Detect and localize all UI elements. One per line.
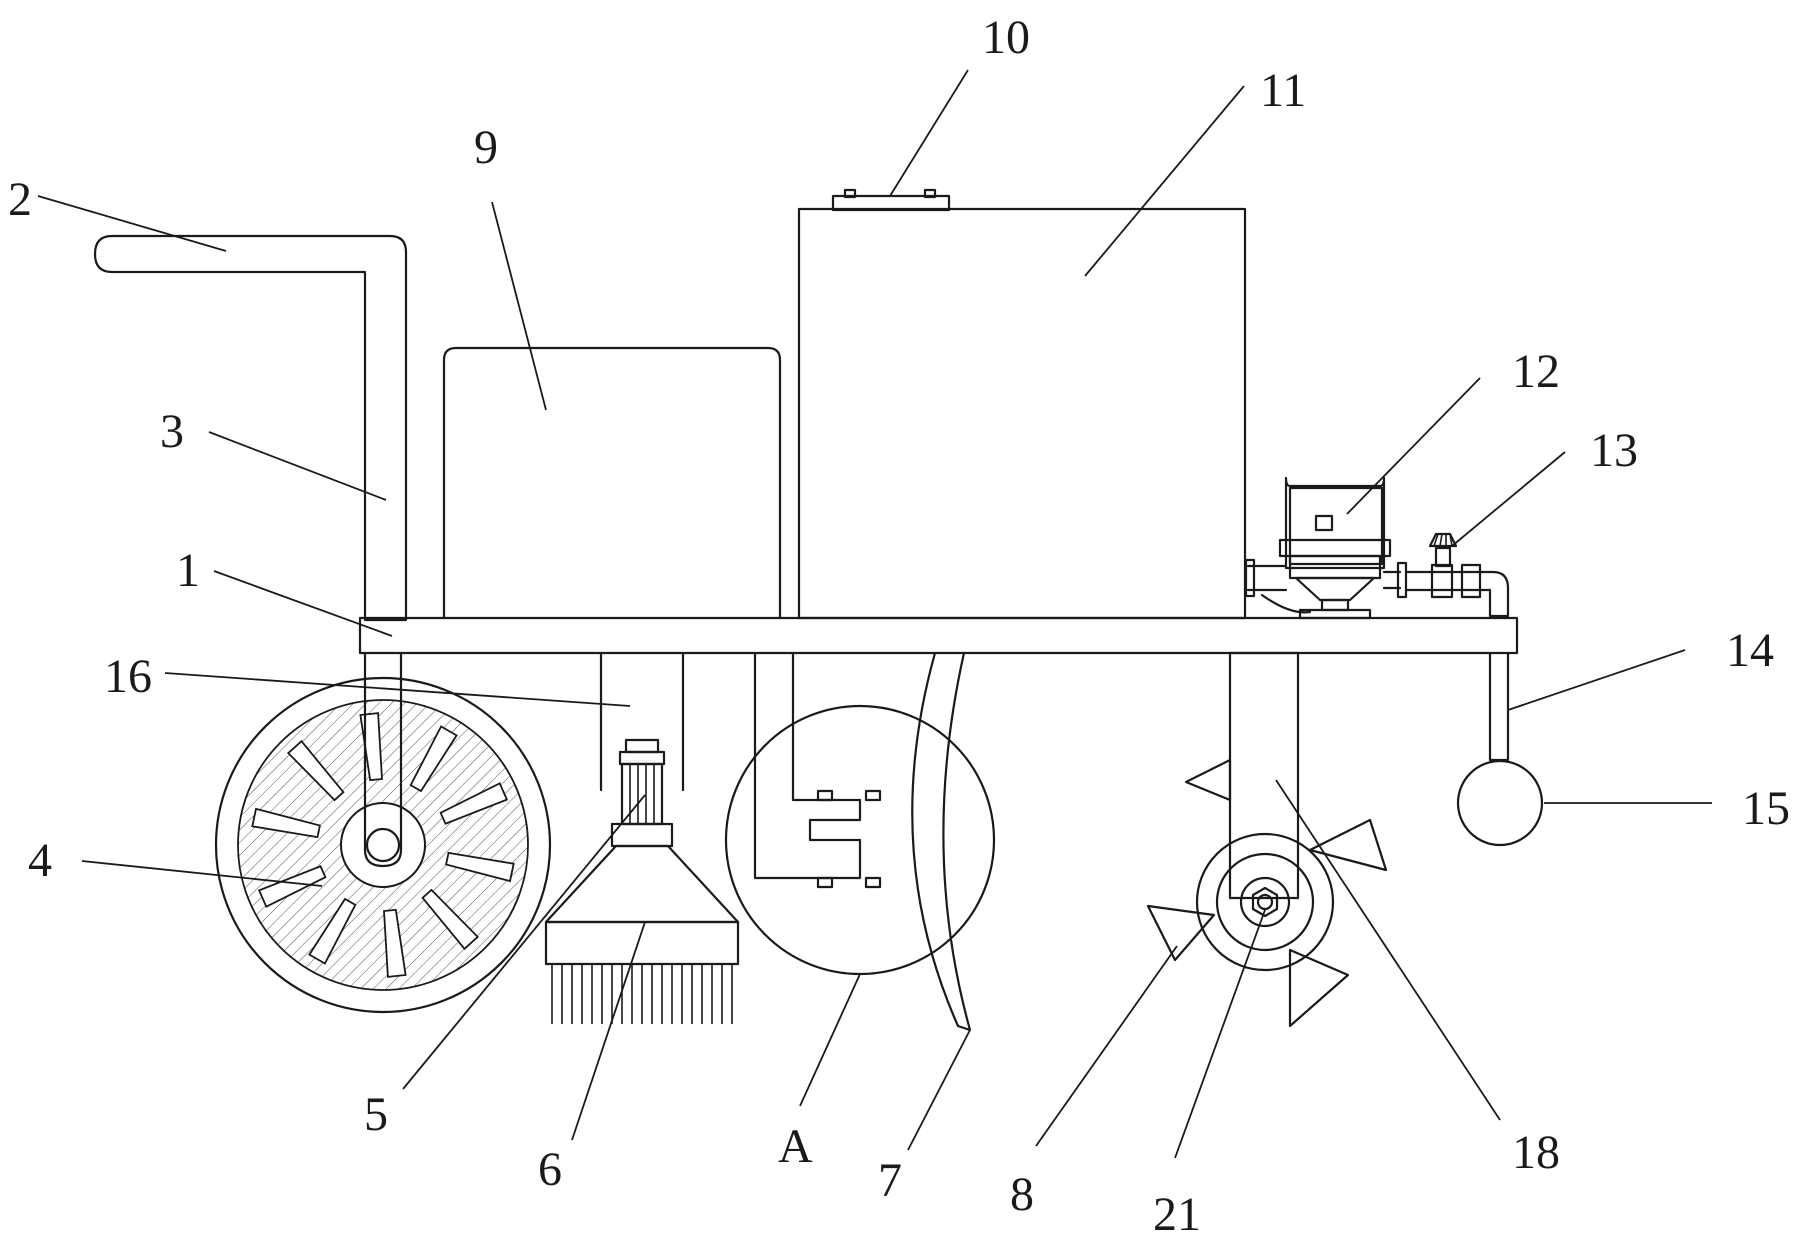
label-7: 7 (878, 1154, 902, 1207)
support-16 (599, 651, 685, 792)
label-14: 14 (1726, 624, 1774, 677)
tank-11 (797, 188, 1247, 620)
wheel-spoke (286, 739, 345, 802)
impeller-8 (1146, 758, 1388, 1028)
wheel-4 (214, 676, 552, 1014)
label-15: 15 (1742, 782, 1790, 835)
leader-lines (37, 69, 1712, 1159)
label-3: 3 (160, 405, 184, 458)
wheel-spoke (421, 888, 480, 951)
label-11: 11 (1260, 64, 1306, 117)
label-A: A (778, 1120, 813, 1173)
push-handle (93, 234, 408, 622)
label-4: 4 (28, 834, 52, 887)
label-8: 8 (1010, 1168, 1034, 1221)
label-9: 9 (474, 121, 498, 174)
label-10: 10 (982, 11, 1030, 64)
wheel-spoke (439, 782, 509, 825)
brush-bristles (551, 964, 733, 1024)
label-16: 16 (104, 650, 152, 703)
label-1: 1 (176, 544, 200, 597)
wheel-spoke (251, 807, 321, 839)
tank-9 (442, 346, 782, 620)
brush-6 (544, 844, 740, 1024)
label-2: 2 (8, 173, 32, 226)
wheel-spoke (383, 908, 407, 978)
label-13: 13 (1590, 424, 1638, 477)
label-18: 18 (1512, 1126, 1560, 1179)
valve-13 (1404, 532, 1510, 618)
label-5: 5 (364, 1088, 388, 1141)
sprayer-15 (1456, 759, 1544, 847)
frame-plate (358, 616, 1519, 655)
pump-12 (1244, 476, 1408, 620)
wheel-spoke (409, 725, 458, 793)
wheel-spoke (308, 897, 357, 965)
motor-5 (610, 738, 674, 848)
axle-support (363, 651, 403, 868)
wheel-spoke (257, 865, 327, 908)
wheel-spoke (445, 851, 515, 883)
label-12: 12 (1512, 345, 1560, 398)
pipe-14 (1488, 651, 1510, 762)
label-21: 21 (1153, 1188, 1201, 1241)
plow-blade-7 (911, 651, 972, 1032)
wheel-spokes (251, 712, 515, 978)
label-6: 6 (538, 1143, 562, 1196)
